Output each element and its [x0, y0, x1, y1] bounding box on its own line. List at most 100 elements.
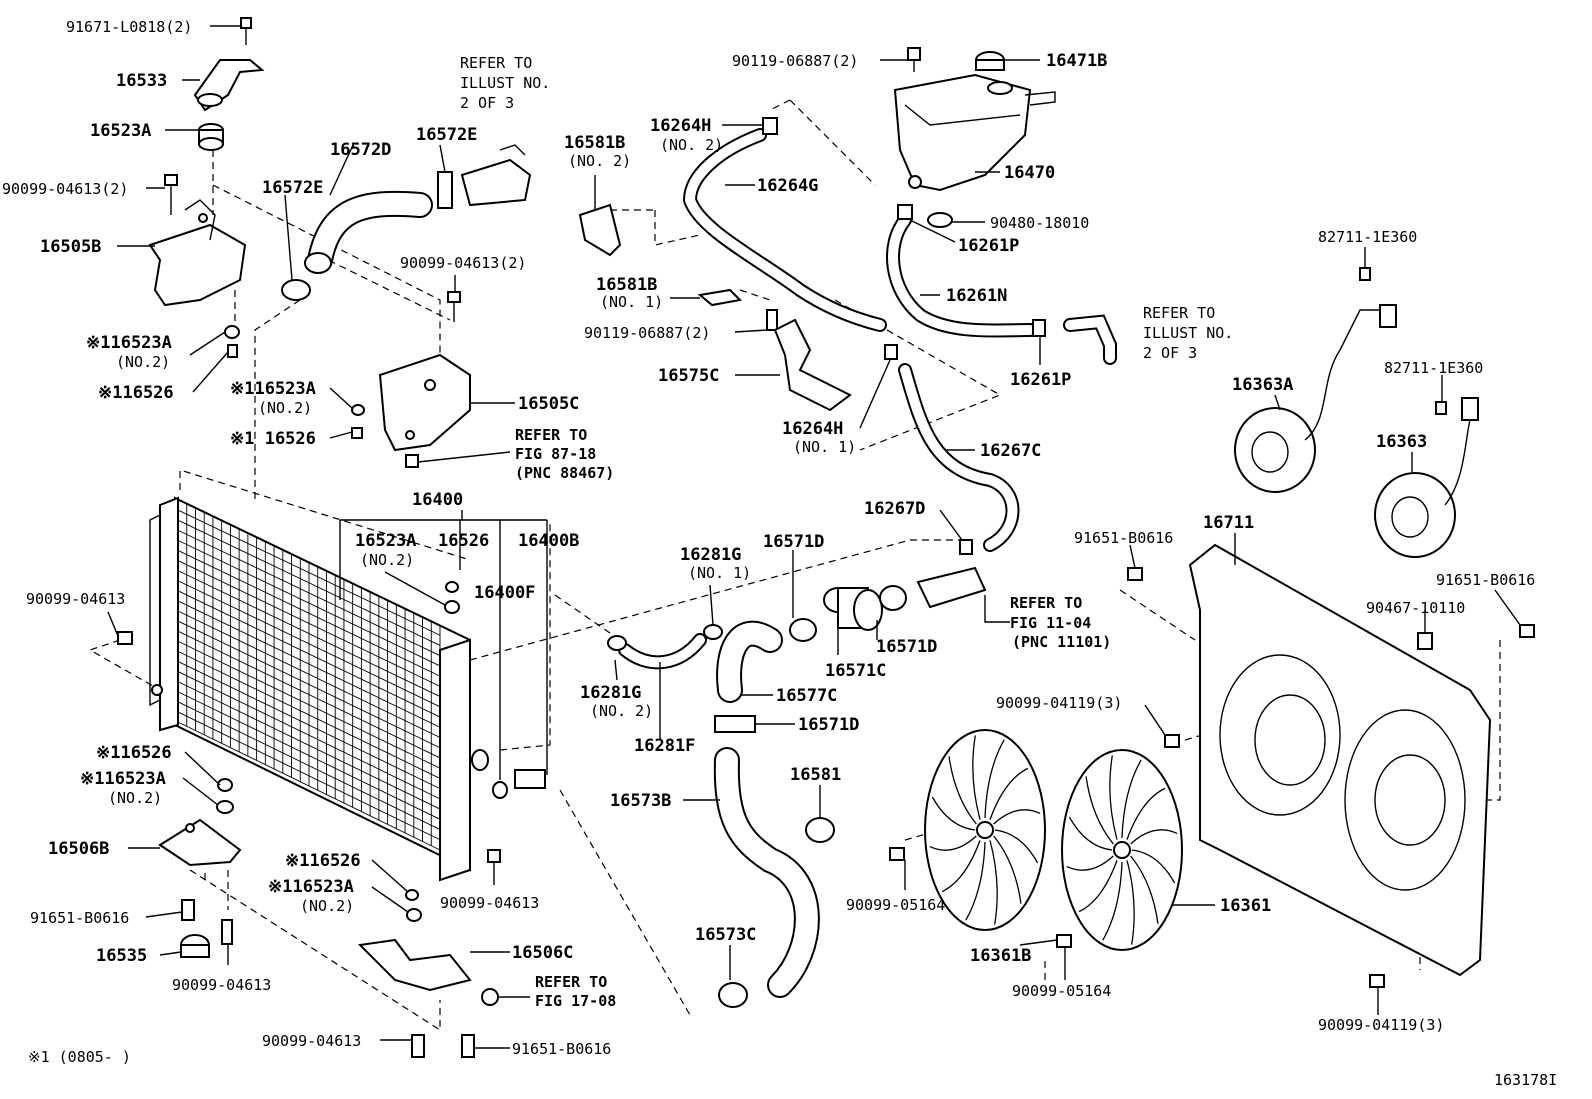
- label-no2-f: (NO. 2): [568, 152, 631, 170]
- hose-16267c: [898, 363, 1020, 552]
- label-illustration-id: 163178I: [1494, 1071, 1557, 1089]
- radiator-tube-line: [177, 600, 441, 728]
- label-16261p-b: 16261P: [1010, 370, 1071, 390]
- fan-blade-line: [1085, 776, 1114, 845]
- label-no2-a: (NO.2): [116, 353, 170, 371]
- label-16575c: 16575C: [658, 366, 719, 386]
- radiator-tube-line: [177, 539, 441, 667]
- label-16523a-top: 16523A: [90, 121, 151, 141]
- label-16506b: 16506B: [48, 839, 109, 859]
- label-91651-b0616-right-b: 91651-B0616: [1436, 571, 1535, 589]
- sleeve-16571c: [823, 587, 883, 631]
- clamp-16281g-no2: [607, 635, 627, 651]
- bolt-90119-top: [907, 47, 921, 72]
- radiator-tube-line: [177, 590, 441, 718]
- fan-blade-line: [1121, 759, 1142, 839]
- label-16581: 16581: [790, 765, 841, 785]
- label-90099-04613-left: 90099-04613: [26, 590, 125, 608]
- clip-16581b-no1: [697, 288, 743, 307]
- label-16571d-mid: 16571D: [876, 637, 937, 657]
- fan-blade-line: [941, 840, 981, 893]
- clip-16267d: [959, 539, 973, 555]
- clip-16264h-no1: [884, 344, 898, 360]
- label-no2-h: (NO. 2): [590, 702, 653, 720]
- hose-16573b: [713, 747, 820, 998]
- label-16505c: 16505C: [518, 394, 579, 414]
- label-no2-e: (NO.2): [300, 897, 354, 915]
- label-16471b: 16471B: [1046, 51, 1107, 71]
- clamp-16571d-b: [879, 585, 907, 611]
- label-16267d: 16267D: [864, 499, 925, 519]
- label-16523a-no2-b: ※116523A: [230, 379, 316, 399]
- label-no1-a: (NO. 1): [600, 293, 663, 311]
- label-90480-18010: 90480-18010: [990, 214, 1089, 232]
- hose-16577c: [716, 620, 783, 703]
- leader-lines: [107, 25, 1521, 1049]
- bolt-90099-04613-mid2: [487, 849, 501, 872]
- label-90099-04119-b: 90099-04119(3): [1318, 1016, 1444, 1034]
- fan-blade-line: [993, 809, 1041, 825]
- label-16506c: 16506C: [512, 943, 573, 963]
- clip-90467: [1417, 632, 1433, 650]
- label-illust-no-d: ILLUST NO.: [1143, 324, 1233, 342]
- clamp-16281g-no1: [703, 624, 723, 640]
- fan-blade-line: [1131, 849, 1176, 884]
- label-90099-04613-2-left: 90099-04613(2): [2, 180, 128, 198]
- clamp-16571d-c: [714, 715, 756, 733]
- label-16400f: 16400F: [474, 583, 535, 603]
- radiator-tube-line: [177, 550, 441, 677]
- label-16535: 16535: [96, 946, 147, 966]
- fan-blade-line: [984, 739, 1005, 819]
- radiator-tube-line: [177, 630, 441, 759]
- cap-16471b: [975, 51, 1005, 71]
- fan-16361b-blades: [929, 735, 1041, 925]
- label-90467-10110: 90467-10110: [1366, 599, 1465, 617]
- fan-16361: [1061, 749, 1183, 951]
- bracket-16505c: [378, 353, 471, 452]
- radiator-16400: [149, 496, 508, 882]
- label-16571d-bottom: 16571D: [798, 715, 859, 735]
- radiator-tube-line: [177, 509, 441, 636]
- grommet-90480: [927, 212, 953, 228]
- pipe-11-04: [916, 566, 987, 609]
- fan-blade-line: [1102, 861, 1123, 941]
- radiator-tube-line: [177, 640, 441, 769]
- fan-blade-line: [1126, 787, 1166, 840]
- label-16264h-no1: 16264H: [782, 419, 843, 439]
- label-16573b: 16573B: [610, 791, 671, 811]
- drain-cock-16400f: [514, 769, 546, 789]
- label-16572e-right: 16572E: [416, 125, 477, 145]
- bolt-91651-right-a: [1127, 567, 1143, 581]
- fan-blade-line: [1130, 855, 1159, 924]
- label-90119-06887-top: 90119-06887(2): [732, 52, 858, 70]
- collar-16526-b: [351, 404, 365, 439]
- clip-88467: [405, 454, 419, 468]
- bolt-90099-04613-icon: [164, 174, 178, 215]
- label-no2-c: (NO.2): [360, 551, 414, 569]
- bolt-91651-right-b: [1519, 624, 1535, 638]
- label-16267c: 16267C: [980, 441, 1041, 461]
- label-16526-a: ※116526: [98, 383, 174, 403]
- label-16523a-d: ※116523A: [80, 769, 166, 789]
- label-16363: 16363: [1376, 432, 1427, 452]
- hose-16572d: [304, 190, 433, 274]
- collar-16526-c: [444, 581, 460, 614]
- fan-blade-line: [993, 835, 1022, 904]
- radiator-tube-line: [177, 650, 441, 779]
- label-no2-b: (NO.2): [258, 399, 312, 417]
- part-labels: 91671-L0818(2) 16533 16523A 90099-04613(…: [2, 18, 1557, 1089]
- fan-motor-16363a: [1234, 267, 1397, 493]
- label-2-of-3-a: 2 OF 3: [460, 94, 514, 112]
- label-fig-17-08: FIG 17-08: [535, 992, 616, 1010]
- radiator-tube-line: [177, 681, 441, 810]
- label-90119-06887-mid: 90119-06887(2): [584, 324, 710, 342]
- clamp-16572e-left: [281, 279, 311, 301]
- bracket-16506b: [158, 818, 242, 867]
- label-16261p-a: 16261P: [958, 236, 1019, 256]
- nut-90099-05164-a: [889, 847, 905, 861]
- label-16523a-c: 16523A: [355, 531, 416, 551]
- label-90099-04119-a: 90099-04119(3): [996, 694, 1122, 712]
- label-90099-05164-a: 90099-05164: [846, 896, 945, 914]
- radiator-tube-line: [177, 671, 441, 800]
- label-16361b: 16361B: [970, 946, 1031, 966]
